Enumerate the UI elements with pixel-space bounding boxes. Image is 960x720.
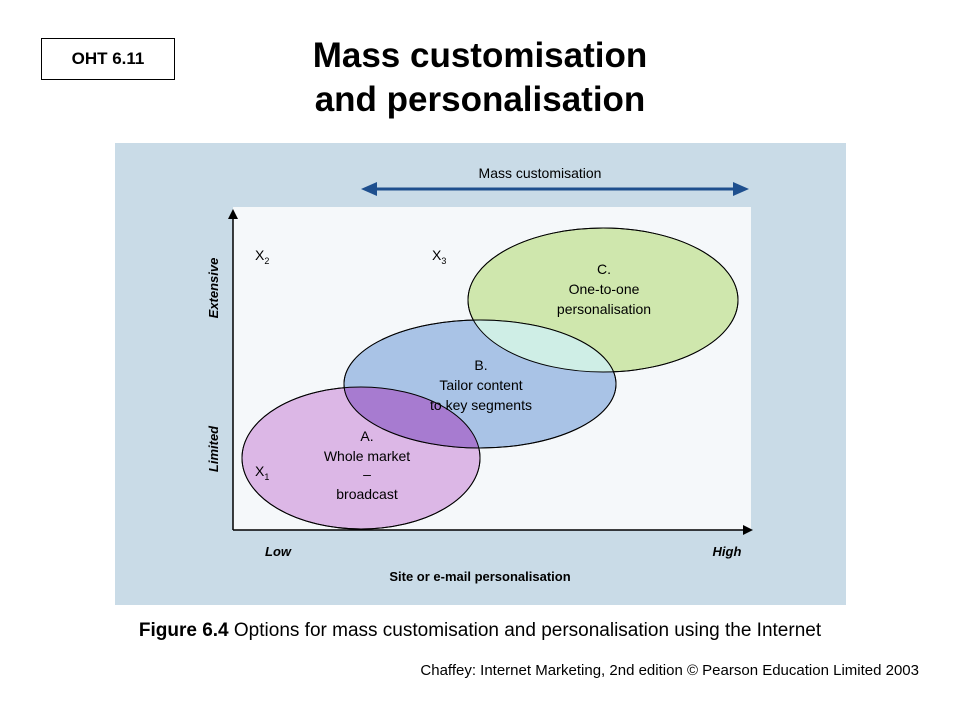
ellipse-a-label: A. Whole market – broadcast [324, 428, 410, 502]
overlap-b-c [468, 320, 616, 372]
ellipse-c-label: C. One-to-one personalisation [557, 261, 651, 317]
overlap-a-b [344, 387, 480, 448]
marker-x1-subscript: 1 [264, 472, 269, 482]
figure-caption-text: Options for mass customisation and perso… [228, 620, 822, 641]
svg-text:to key segments: to key segments [430, 397, 532, 413]
svg-text:B.: B. [474, 357, 487, 373]
svg-text:A.: A. [360, 428, 373, 444]
ellipse-b-label: B. Tailor content to key segments [430, 357, 532, 413]
slide-number-box: OHT 6.11 [41, 38, 175, 80]
x-axis-title: Site or e-mail personalisation [389, 569, 570, 584]
mass-customisation-label: Mass customisation [479, 165, 602, 181]
svg-text:C.: C. [597, 261, 611, 277]
y-label-limited: Limited [206, 425, 221, 472]
y-label-extensive: Extensive [206, 258, 221, 319]
figure-panel: Mass customisation Extensive Limited Low… [115, 143, 846, 605]
svg-text:Tailor content: Tailor content [439, 377, 522, 393]
figure-caption: Figure 6.4 Options for mass customisatio… [0, 620, 960, 642]
diagram-svg: Mass customisation Extensive Limited Low… [115, 143, 846, 605]
svg-text:personalisation: personalisation [557, 301, 651, 317]
marker-x3: X3 [432, 247, 446, 266]
x-label-low: Low [265, 544, 292, 559]
marker-x2: X2 [255, 247, 269, 266]
slide-title: Mass customisation and personalisation [240, 34, 720, 122]
marker-x3-subscript: 3 [441, 256, 446, 266]
title-line-2: and personalisation [314, 80, 646, 119]
title-line-1: Mass customisation [312, 36, 648, 75]
figure-label: Figure 6.4 [138, 620, 229, 641]
slide-number: OHT 6.11 [71, 49, 145, 68]
ellipse-c-outline [467, 227, 739, 373]
x-label-high: High [713, 544, 742, 559]
svg-text:–: – [363, 466, 371, 482]
svg-text:broadcast: broadcast [336, 486, 398, 502]
svg-text:One-to-one: One-to-one [569, 281, 640, 297]
svg-text:Whole market: Whole market [324, 448, 410, 464]
mass-customisation-arrow [361, 182, 749, 196]
marker-x1: X1 [255, 463, 269, 482]
ellipse-b-outline [343, 319, 617, 449]
source-credit: Chaffey: Internet Marketing, 2nd edition… [420, 662, 919, 679]
ellipse-a-outline [241, 386, 481, 530]
marker-x2-subscript: 2 [264, 256, 269, 266]
